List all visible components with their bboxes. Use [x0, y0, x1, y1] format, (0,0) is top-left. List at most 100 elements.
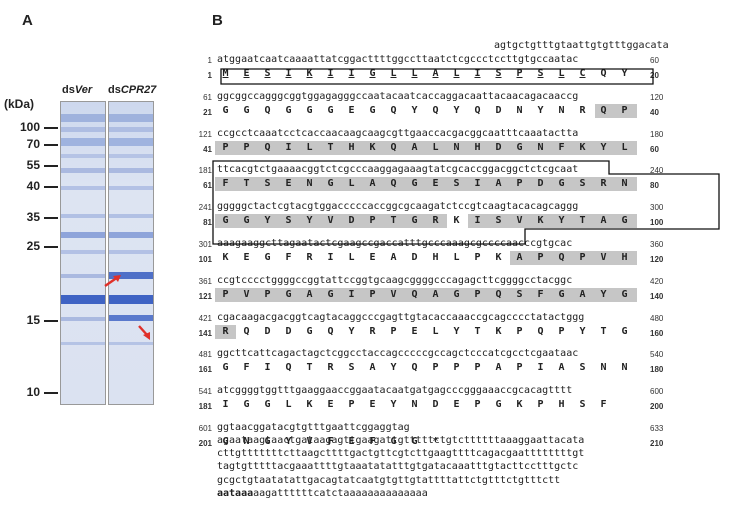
shaded-region [215, 140, 637, 155]
aa-end-number: 140 [650, 291, 664, 301]
nucleotide-sequence: ccgcctcaaatcctcaccaacaagcaagcgttgaaccacg… [217, 127, 579, 139]
nt-start-number: 361 [198, 276, 212, 286]
panel-a-label: A [22, 12, 33, 29]
nucleotide-sequence: gggggctactcgtacgtggacccccaccggcgcaagatct… [217, 201, 579, 213]
aa-end-number: 120 [650, 255, 664, 264]
gel-lane-dscpr27 [108, 101, 154, 405]
gel-lane-dsver [60, 101, 106, 405]
nt-start-number: 1 [207, 56, 212, 65]
mw-label-55: 55 [26, 158, 40, 172]
utr3-line: agaataagtaactgataagagttgaagattgtttttctgt… [217, 435, 585, 446]
nucleotide-sequence: ggtaacggatacgtgtttgaattcggaggtag [217, 422, 410, 433]
mw-tick [44, 127, 58, 129]
mw-tick [44, 246, 58, 248]
mw-tick [44, 186, 58, 188]
mw-label-100: 100 [19, 120, 40, 134]
nucleotide-sequence: ttcacgtctgaaaacggtctcgcccaaggagaaagtatcg… [217, 164, 579, 176]
nt-end-number: 300 [650, 203, 664, 213]
nt-start-number: 541 [198, 387, 212, 397]
mw-tick [44, 392, 58, 394]
aa-start-number: 21 [203, 107, 212, 117]
nt-end-number: 240 [650, 166, 664, 176]
utr3-line: cttgtttttttcttaagcttttgactgttcgtcttgaagt… [217, 448, 585, 460]
shaded-region [510, 251, 637, 265]
mw-label-70: 70 [26, 137, 40, 151]
nt-start-number: 481 [198, 350, 212, 360]
mw-label-40: 40 [26, 179, 40, 193]
panel-b-label: B [212, 12, 223, 29]
aa-end-number: 180 [650, 365, 664, 375]
nt-start-number: 61 [203, 92, 212, 102]
shaded-region [215, 324, 237, 339]
aa-start-number: 161 [198, 365, 212, 375]
aa-end-number: 20 [650, 71, 659, 80]
aa-start-number: 101 [198, 255, 212, 264]
nucleotide-sequence: cgacaagacgacggtcagtacaggcccgagttgtacacca… [217, 311, 585, 323]
nt-start-number: 121 [198, 129, 212, 139]
nucleotide-sequence: ggcttcattcagactagctcggcctaccagcccccgccag… [217, 348, 579, 360]
aa-end-number: 60 [650, 144, 659, 154]
nt-end-number: 480 [650, 313, 664, 323]
lane-label-dscpr27: dsCPR27 [108, 84, 157, 96]
aa-start-number: 61 [203, 181, 212, 191]
poly-a-tail: aagattttttcatctaaaaaaaaaaaaaa [253, 487, 428, 499]
aa-start-number: 141 [198, 328, 212, 338]
mw-tick [44, 320, 58, 322]
nucleotide-sequence: atggaatcaatcaaaattatcggacttttggccttaatct… [217, 54, 579, 65]
nt-start-number: 301 [198, 240, 212, 249]
mw-tick [44, 165, 58, 167]
aa-end-number: 80 [650, 181, 659, 191]
shaded-region [594, 103, 637, 118]
mw-label-15: 15 [26, 313, 40, 327]
nt-end-number: 420 [650, 276, 664, 286]
aa-start-number: 1 [207, 71, 212, 80]
nt-end-number: 180 [650, 129, 664, 139]
nt-start-number: 181 [198, 166, 212, 176]
aa-start-number: 181 [198, 402, 212, 412]
mw-label-35: 35 [26, 210, 40, 224]
nucleotide-sequence: ggcggccagggcggtggagagggccaatacaatcaccagg… [217, 90, 579, 102]
red-arrow-upper [104, 275, 121, 287]
shaded-region [468, 214, 637, 229]
red-arrow-lower [138, 325, 150, 340]
aa-start-number: 201 [198, 439, 212, 448]
mw-tick [44, 217, 58, 219]
utr3-line: tagtgtttttacgaaattttgtaaatatatttgtgataca… [217, 461, 579, 473]
nt-end-number: 540 [650, 350, 664, 360]
lane-label-dsver: dsVer [62, 84, 93, 96]
utr3-line: gcgctgtaatatattgacagtatcaatgtgttgtatttta… [217, 474, 561, 486]
utr3-polya-line: aataaaaagattttttcatctaaaaaaaaaaaaaa [217, 488, 428, 499]
aa-end-number: 200 [650, 402, 664, 412]
nt-end-number: 360 [650, 240, 664, 249]
shaded-region [215, 177, 637, 192]
aa-end-number: 210 [650, 439, 664, 448]
utr-5-prime: agtgctgtttgtaattgtgtttggacata [494, 40, 669, 51]
nt-end-number: 120 [650, 92, 664, 102]
mw-label-10: 10 [26, 385, 40, 399]
nt-start-number: 601 [198, 424, 212, 433]
aa-end-number: 160 [650, 328, 664, 338]
mw-tick [44, 144, 58, 146]
aa-start-number: 81 [203, 218, 212, 228]
aa-end-number: 40 [650, 107, 659, 117]
nucleotide-sequence: atcggggtggtttgaaggaaccggaatacaatgatgagcc… [217, 385, 573, 397]
kda-label: (kDa) [4, 97, 35, 111]
nt-start-number: 241 [198, 203, 212, 213]
aa-start-number: 41 [203, 144, 212, 154]
aa-start-number: 121 [198, 291, 212, 301]
polyadenylation-signal: aataaa [217, 487, 254, 499]
nt-end-number: 633 [650, 424, 664, 433]
mw-label-25: 25 [26, 239, 40, 253]
aa-end-number: 100 [650, 218, 664, 228]
